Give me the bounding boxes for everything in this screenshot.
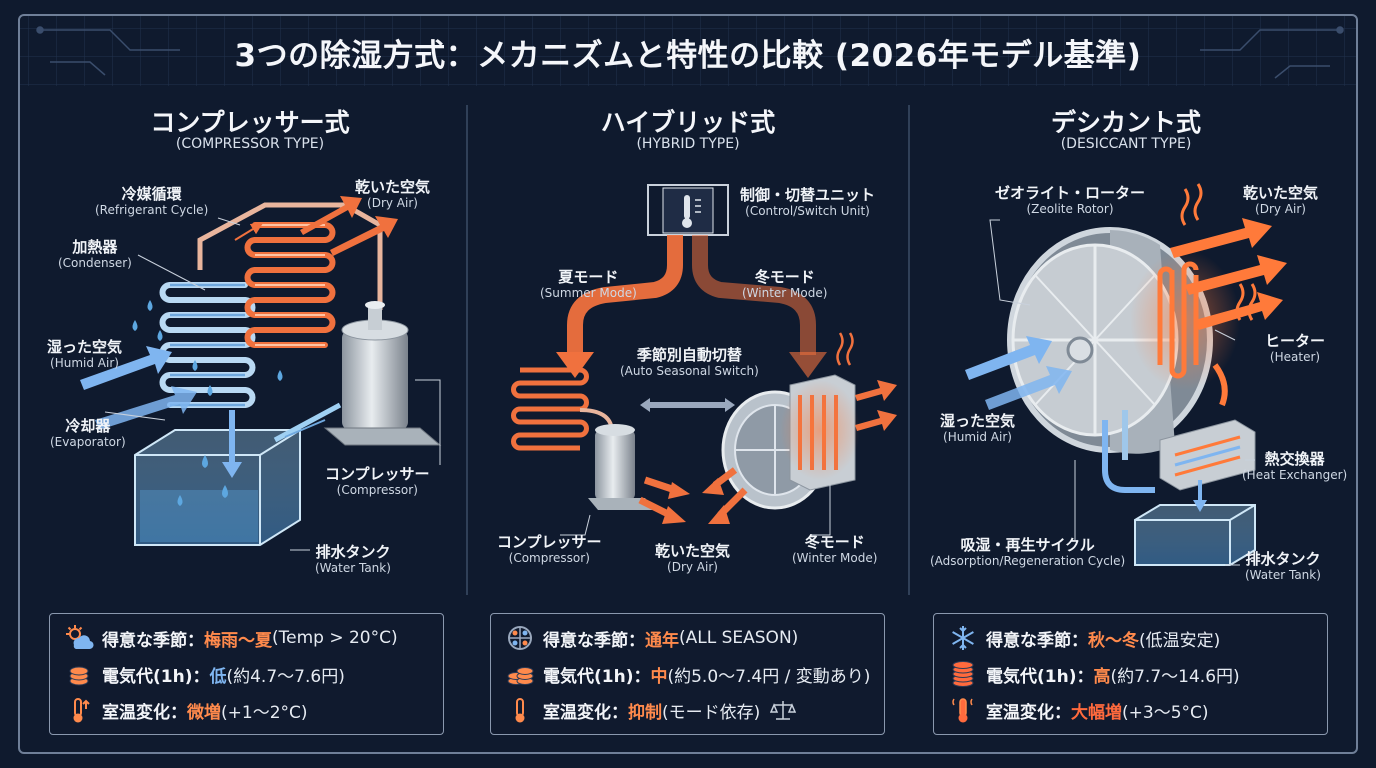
snowflake-icon [948, 623, 978, 653]
label-dry-air: 乾いた空気(Dry Air) [355, 178, 430, 210]
stats-box-hybrid: 得意な季節：通年 (ALL SEASON) 電気代(1h)：中 (約5.0〜7.… [490, 613, 885, 735]
stat-row-temp: 室温変化：大幅増 (+3〜5°C) [948, 694, 1209, 726]
stats-box-compressor: 得意な季節：梅雨〜夏 (Temp > 20°C) 電気代(1h)：低 (約4.7… [49, 613, 444, 735]
coin-stack-icon [505, 659, 535, 689]
stat-row-season: 得意な季節：梅雨〜夏 (Temp > 20°C) [64, 622, 398, 654]
stat-row-cost: 電気代(1h)：高 (約7.7〜14.6円) [948, 658, 1240, 690]
stats-box-desiccant: 得意な季節：秋〜冬 (低温安定) 電気代(1h)：高 (約7.7〜14.6円) … [933, 613, 1328, 735]
section-hybrid-subtitle: (HYBRID TYPE) [498, 136, 878, 152]
label-hybrid-compressor: コンプレッサー(Compressor) [497, 533, 602, 565]
thermometer-up-icon [64, 695, 94, 725]
stat-row-cost: 電気代(1h)：低 (約4.7〜7.6円) [64, 658, 345, 690]
balance-scale-icon [770, 697, 796, 723]
section-desiccant-title: デシカント式 [936, 103, 1316, 139]
section-hybrid-title: ハイブリッド式 [498, 103, 878, 139]
stat-row-temp: 室温変化：抑制 (モード依存) [505, 694, 796, 726]
stat-row-season: 得意な季節：秋〜冬 (低温安定) [948, 622, 1220, 654]
label-evaporator: 冷却器(Evaporator) [50, 417, 126, 449]
coin-stack-icon [64, 659, 94, 689]
label-control-unit: 制御・切替ユニット(Control/Switch Unit) [740, 186, 875, 218]
page-title: 3つの除湿方式：メカニズムと特性の比較 (2026年モデル基準) [0, 30, 1376, 75]
label-auto-switch: 季節別自動切替(Auto Seasonal Switch) [620, 346, 759, 378]
label-winter-mode: 冬モード(Winter Mode) [742, 268, 827, 300]
label-hybrid-winter-mode: 冬モード(Winter Mode) [792, 533, 877, 565]
label-desiccant-humid-air: 湿った空気(Humid Air) [940, 412, 1015, 444]
section-compressor-subtitle: (COMPRESSOR TYPE) [60, 136, 440, 152]
label-compressor: コンプレッサー(Compressor) [325, 465, 430, 497]
label-refrigerant-cycle: 冷媒循環(Refrigerant Cycle) [95, 185, 208, 217]
label-zeolite-rotor: ゼオライト・ローター(Zeolite Rotor) [995, 184, 1145, 216]
four-seasons-icon [505, 623, 535, 653]
label-desiccant-water-tank: 排水タンク(Water Tank) [1245, 550, 1321, 582]
label-humid-air: 湿った空気(Humid Air) [47, 338, 122, 370]
weather-cloud-sun-icon [64, 623, 94, 653]
label-heater: ヒーター(Heater) [1265, 332, 1325, 364]
stat-row-season: 得意な季節：通年 (ALL SEASON) [505, 622, 798, 654]
label-desiccant-dry-air: 乾いた空気(Dry Air) [1243, 184, 1318, 216]
stat-row-temp: 室温変化：微増 (+1〜2°C) [64, 694, 308, 726]
label-condenser: 加熱器(Condenser) [58, 238, 132, 270]
thermometer-hot-icon [948, 695, 978, 725]
label-water-tank: 排水タンク(Water Tank) [315, 543, 391, 575]
coin-stack-icon [948, 659, 978, 689]
label-cycle: 吸湿・再生サイクル(Adsorption/Regeneration Cycle) [930, 536, 1125, 568]
stat-row-cost: 電気代(1h)：中 (約5.0〜7.4円 / 変動あり) [505, 658, 870, 690]
section-compressor-title: コンプレッサー式 [60, 103, 440, 139]
thermometer-icon [505, 695, 535, 725]
section-desiccant-subtitle: (DESICCANT TYPE) [936, 136, 1316, 152]
label-hybrid-dry-air: 乾いた空気(Dry Air) [655, 542, 730, 574]
label-heat-exchanger: 熱交換器(Heat Exchanger) [1242, 450, 1347, 482]
label-summer-mode: 夏モード(Summer Mode) [540, 268, 637, 300]
